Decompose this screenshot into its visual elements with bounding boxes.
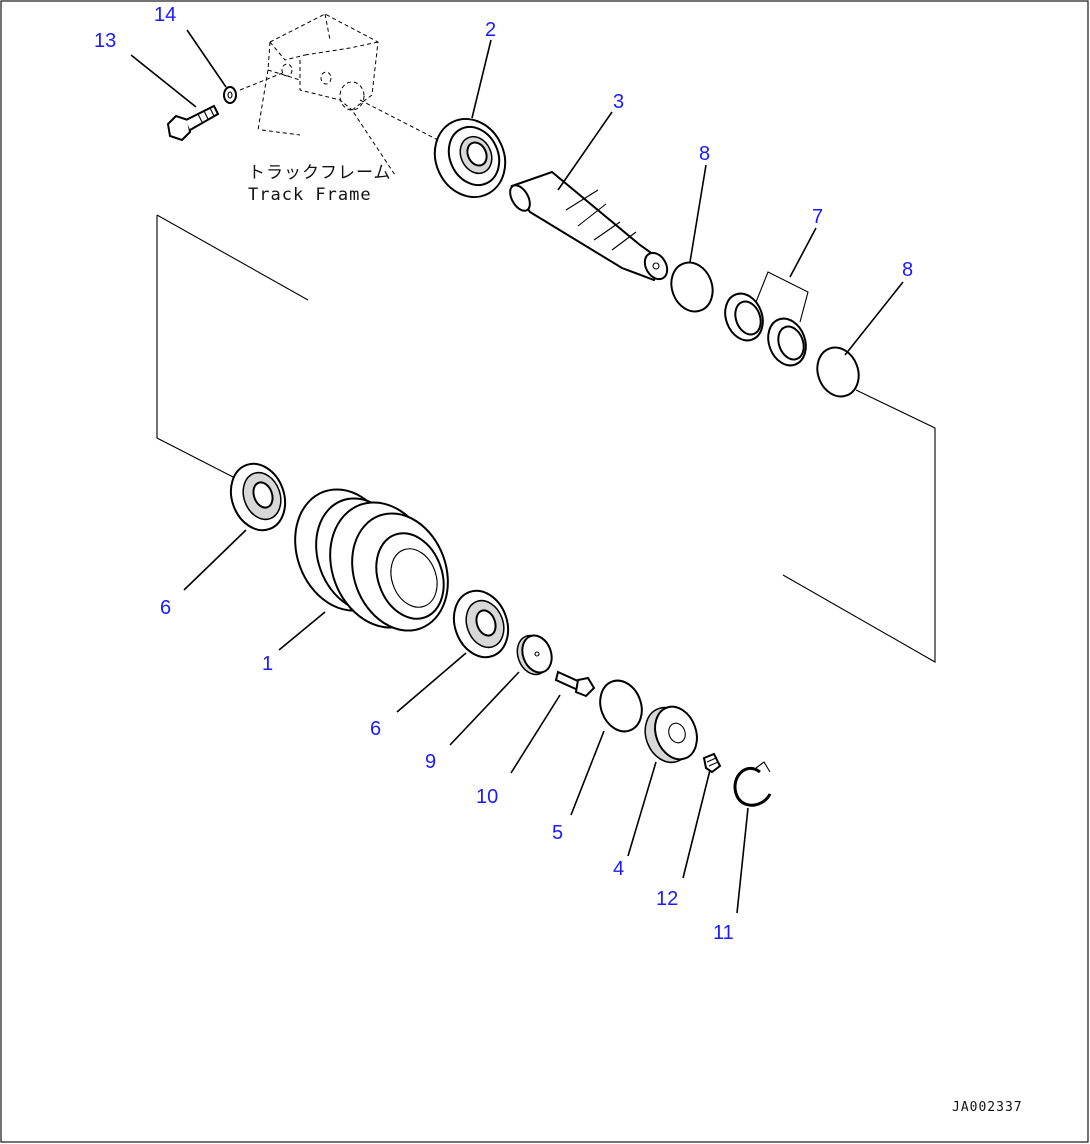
frame-label-japanese: トラックフレーム (248, 163, 392, 183)
assembly-lines (156, 214, 936, 663)
track-frame-outline: トラックフレーム Track Frame (239, 13, 439, 205)
part-3-shaft (509, 170, 669, 282)
callout-3: 3 (613, 91, 624, 113)
part-1-track-roller (294, 488, 449, 632)
callout-10: 10 (476, 786, 498, 808)
callout-14: 14 (154, 4, 176, 26)
callout-2: 2 (485, 19, 496, 41)
callout-6-right: 6 (370, 718, 381, 740)
part-14-washer (223, 86, 237, 104)
part-8-oring-upper (670, 261, 714, 313)
callout-6-left: 6 (160, 597, 171, 619)
callout-13: 13 (94, 30, 116, 52)
callout-8-lower: 8 (902, 259, 913, 281)
part-6-bearing-right (452, 589, 510, 659)
part-6-bearing-left (229, 462, 287, 532)
callout-11: 11 (713, 922, 734, 944)
callout-labels: 13 14 2 3 8 7 8 6 1 6 9 10 5 4 12 11 (94, 4, 913, 944)
callout-5: 5 (552, 822, 563, 844)
callout-1: 1 (262, 653, 273, 675)
callout-7: 7 (812, 206, 823, 228)
part-7-floating-seal (724, 271, 809, 367)
callout-8-upper: 8 (699, 143, 710, 165)
part-13-bolt (166, 104, 220, 142)
callout-leaders (130, 29, 904, 914)
part-5-oring (599, 679, 643, 733)
part-2-bearing (433, 118, 507, 198)
part-8-oring-lower (816, 346, 860, 398)
callout-12: 12 (656, 888, 678, 910)
callout-9: 9 (425, 751, 436, 773)
part-9-plate (516, 634, 553, 676)
frame-label-english: Track Frame (248, 185, 372, 205)
part-11-snap-ring (733, 761, 772, 807)
callout-4: 4 (613, 858, 624, 880)
part-12-plug (702, 752, 722, 774)
part-4-cover (644, 705, 698, 764)
part-10-bolt (554, 670, 596, 698)
document-id: JA002337 (952, 1100, 1023, 1115)
